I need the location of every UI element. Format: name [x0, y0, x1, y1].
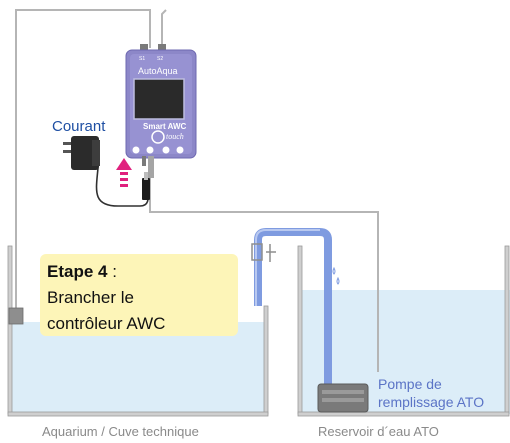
power-plug-icon	[142, 172, 150, 200]
level-sensor	[8, 307, 24, 325]
controller-model: Smart AWC	[143, 122, 186, 131]
power-adapter-icon	[63, 136, 100, 170]
controller-port-s2: S2	[157, 56, 163, 62]
controller-port-s1: S1	[139, 56, 145, 62]
step-line-1: Brancher le	[47, 288, 134, 307]
controller-logo-icon	[151, 130, 165, 144]
step-callout: Etape 4 : Brancher le contrôleur AWC	[40, 254, 238, 336]
step-title: Etape 4	[47, 262, 108, 281]
controller-buttons	[132, 146, 184, 154]
aquarium-label: Aquarium / Cuve technique	[42, 424, 199, 439]
ato-tube-highlight	[255, 229, 320, 306]
controller-screen	[133, 78, 185, 120]
reservoir-label: Reservoir d´eau ATO	[318, 424, 439, 439]
aquarium-water	[12, 322, 268, 414]
reservoir-tank	[297, 245, 510, 417]
awc-controller: S1 S2 AutoAqua Smart AWC touch	[125, 44, 197, 178]
step-line-2: contrôleur AWC	[47, 314, 166, 333]
sensor-cable-right	[161, 9, 167, 48]
pump-label-line-1: Pompe de	[378, 376, 442, 392]
aquarium-tank	[7, 245, 269, 417]
ato-tube	[254, 228, 332, 384]
sensor-cable-left	[15, 9, 151, 312]
water-drops-icon	[332, 266, 340, 285]
pump-label: Pompe de remplissage ATO	[378, 375, 510, 411]
plug-in-arrow-icon	[116, 158, 132, 187]
step-title-row: Etape 4 :	[47, 259, 231, 285]
ato-pump	[317, 383, 369, 413]
power-label: Courant	[52, 118, 106, 135]
step-separator: :	[107, 262, 117, 281]
controller-brand: AutoAqua	[138, 66, 178, 76]
pump-label-line-2: remplissage ATO	[378, 394, 485, 410]
controller-model-suffix: touch	[166, 132, 184, 141]
tube-holder-icon	[251, 243, 276, 262]
